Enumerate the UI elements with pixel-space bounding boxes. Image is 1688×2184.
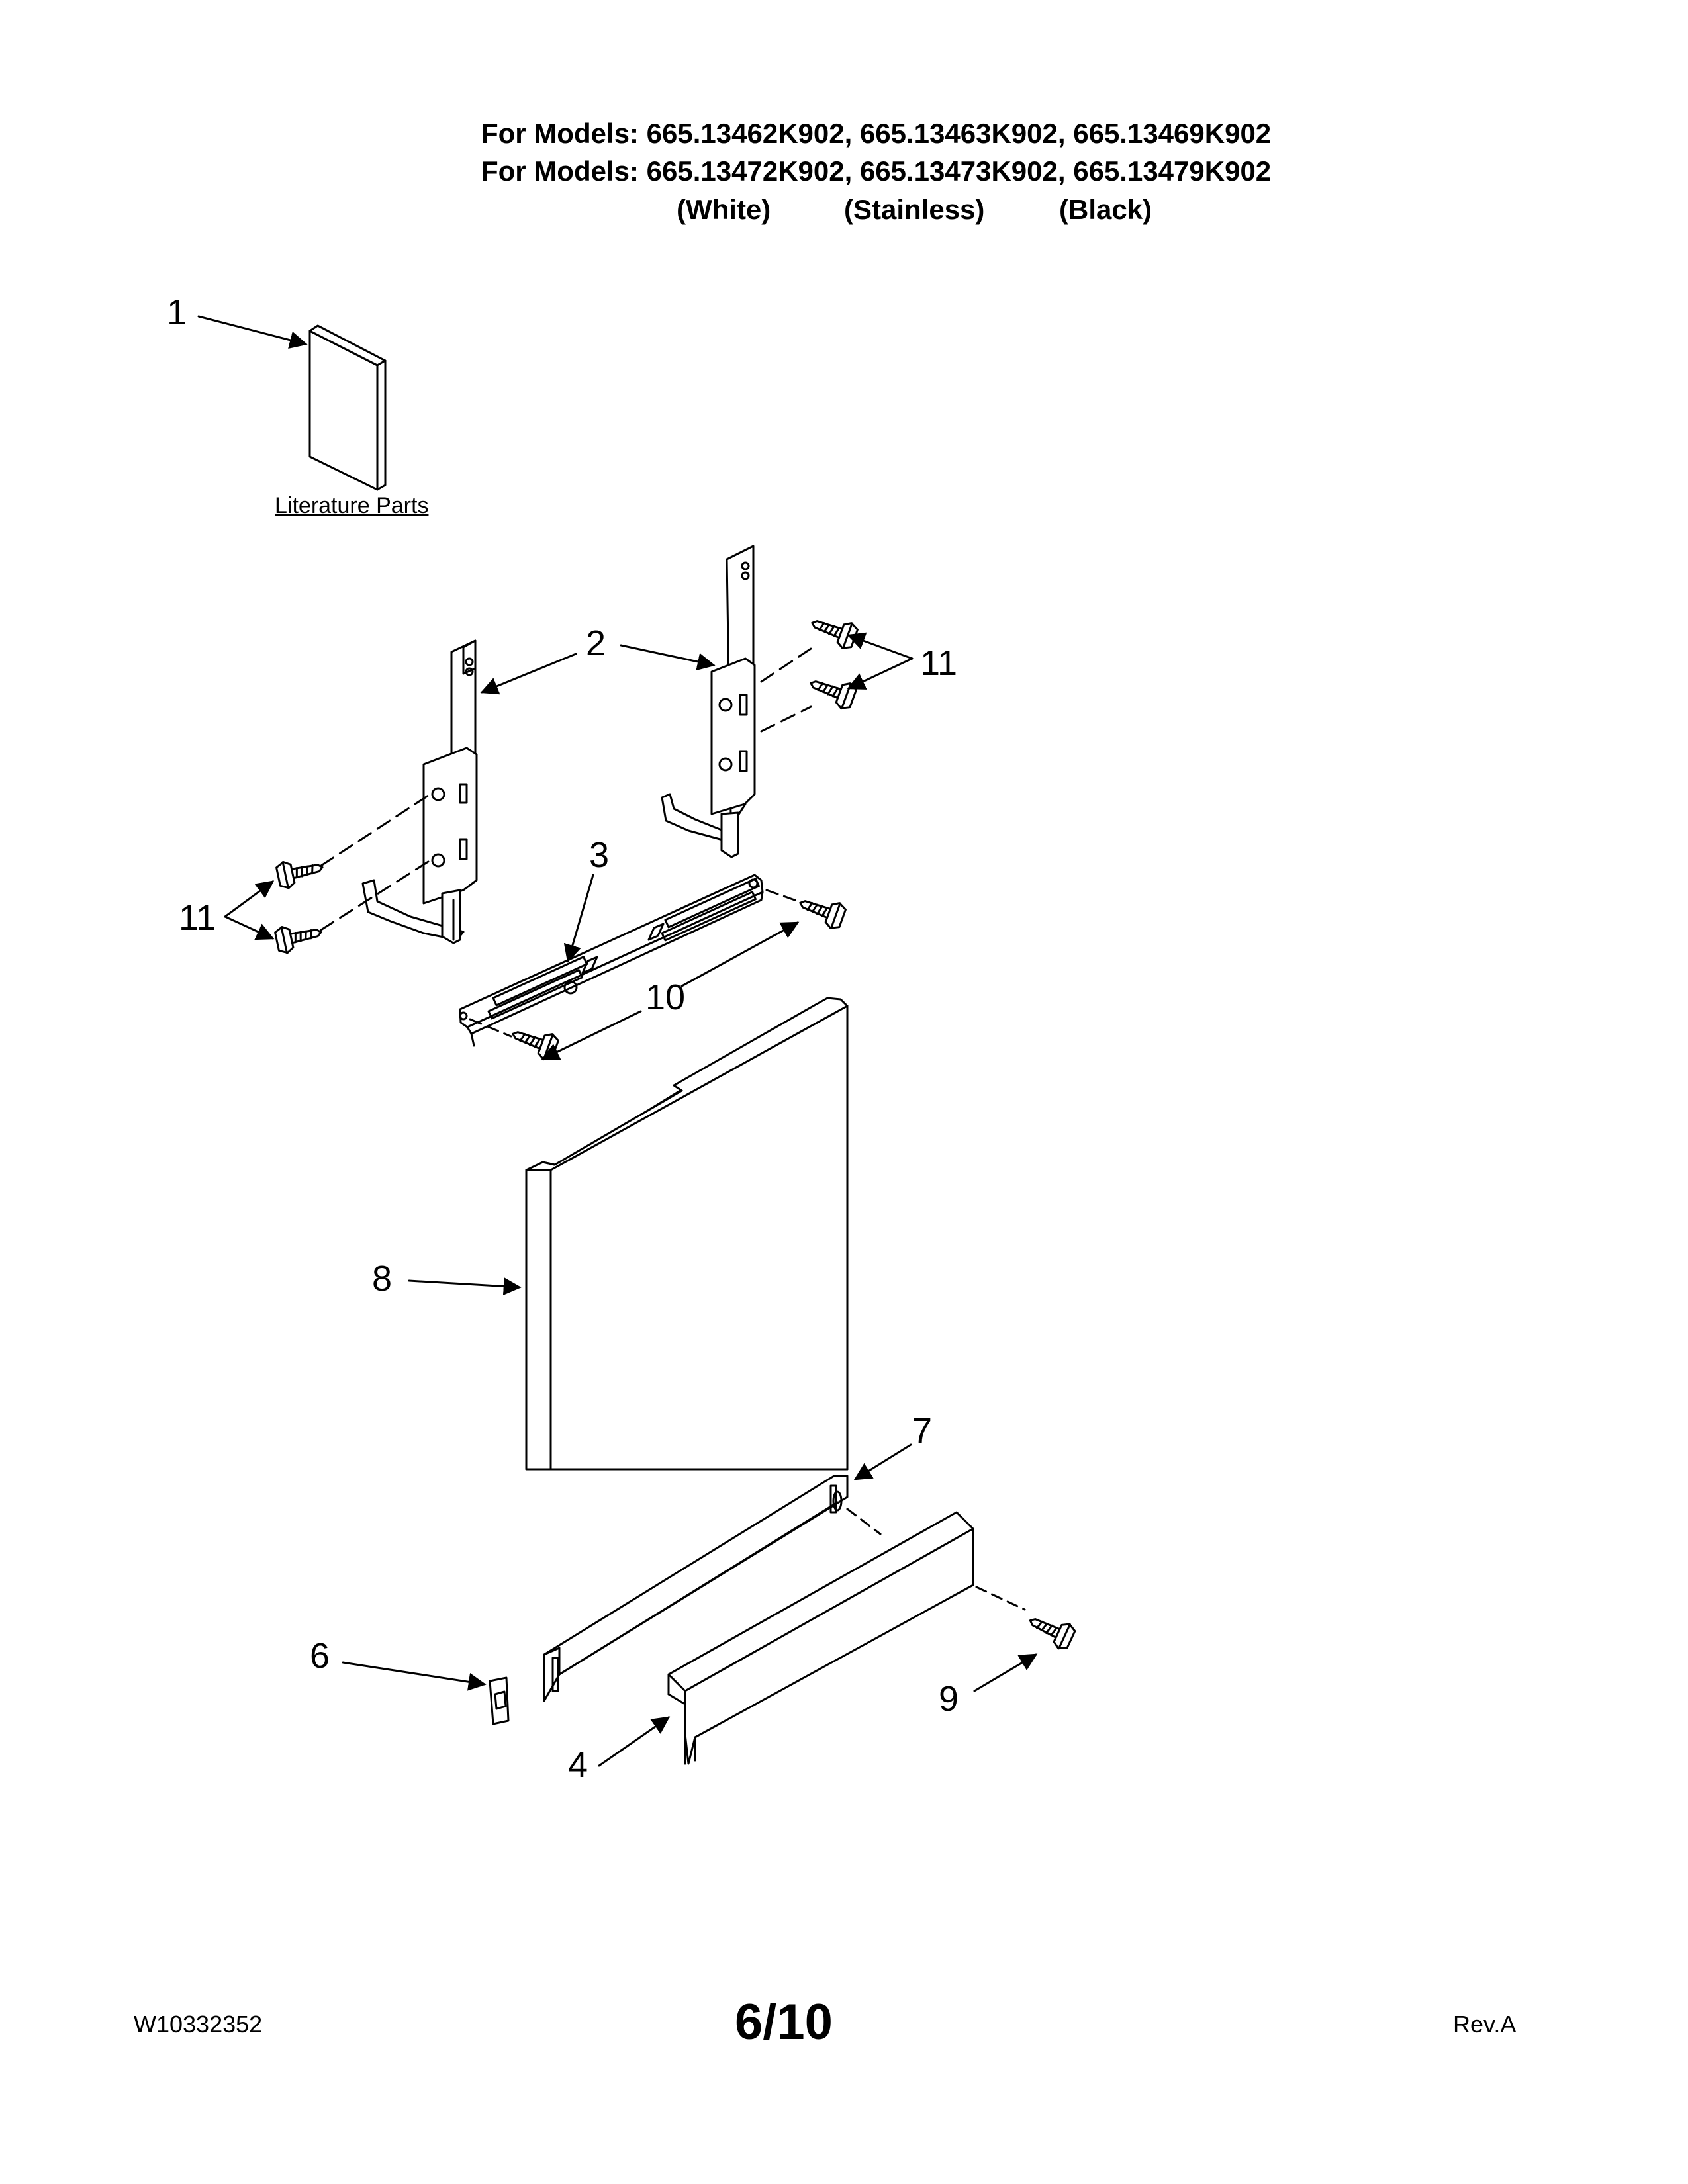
callout-7: 7	[912, 1411, 933, 1451]
leader-8	[408, 1277, 522, 1296]
callout-10: 10	[645, 978, 686, 1017]
leader-10b	[541, 1010, 642, 1060]
dash-10-l	[469, 1018, 512, 1038]
screw-9	[1023, 1607, 1078, 1653]
dash-11-ll	[320, 859, 432, 931]
callout-11-right: 11	[920, 643, 958, 683]
callout-4: 4	[568, 1745, 588, 1785]
screw-11-lower-right	[805, 669, 859, 712]
screw-11-upper-right	[806, 609, 861, 652]
dash-11-ul	[320, 793, 432, 867]
leader-11a-1	[847, 632, 914, 660]
callout-6: 6	[310, 1636, 330, 1676]
leader-2a	[480, 653, 577, 695]
kick-plate	[667, 1511, 974, 1765]
callout-8: 8	[372, 1259, 393, 1298]
dash-11-lr	[760, 705, 812, 733]
leader-3	[563, 874, 594, 963]
finish-black: (Black)	[1059, 194, 1152, 225]
door-rail	[459, 874, 764, 1047]
callout-11-left: 11	[179, 898, 216, 938]
literature-booklet	[308, 324, 387, 491]
hinge-left	[361, 639, 478, 944]
leader-11a-2	[847, 657, 914, 690]
screw-10-right	[794, 889, 849, 932]
leader-9	[973, 1653, 1038, 1692]
finish-white: (White)	[677, 194, 771, 225]
literature-parts-label: Literature Parts	[275, 493, 429, 518]
leader-2b	[620, 644, 716, 671]
door-panel	[525, 997, 849, 1471]
finish-stainless: (Stainless)	[844, 194, 985, 225]
callout-1: 1	[167, 293, 187, 332]
leader-4	[598, 1716, 671, 1767]
callout-2: 2	[586, 623, 606, 663]
leader-1	[197, 315, 308, 349]
leader-11b-2	[224, 915, 275, 940]
revision: Rev.A	[1453, 2011, 1517, 2038]
leader-11b-1	[224, 880, 275, 918]
dash-11-ur	[760, 647, 812, 683]
models-line-2: For Models: 665.13472K902, 665.13473K902…	[481, 156, 1272, 187]
callout-9: 9	[939, 1679, 959, 1719]
dash-10-r	[765, 889, 800, 903]
dash-7	[846, 1508, 882, 1535]
panel-clip	[489, 1676, 510, 1725]
page-number: 6/10	[735, 1994, 833, 2050]
leader-6	[342, 1661, 487, 1691]
screw-11-upper-left	[274, 853, 326, 891]
document-number: W10332352	[134, 2011, 263, 2038]
toe-panel-bracket	[543, 1475, 849, 1702]
models-line-1: For Models: 665.13462K902, 665.13463K902…	[481, 118, 1272, 149]
dash-9	[975, 1586, 1026, 1611]
hinge-right	[661, 545, 756, 858]
leader-7	[853, 1443, 912, 1480]
screw-11-lower-left	[273, 918, 325, 956]
callout-3: 3	[589, 835, 610, 875]
screw-10-left	[507, 1020, 561, 1063]
leader-10a	[680, 921, 800, 987]
